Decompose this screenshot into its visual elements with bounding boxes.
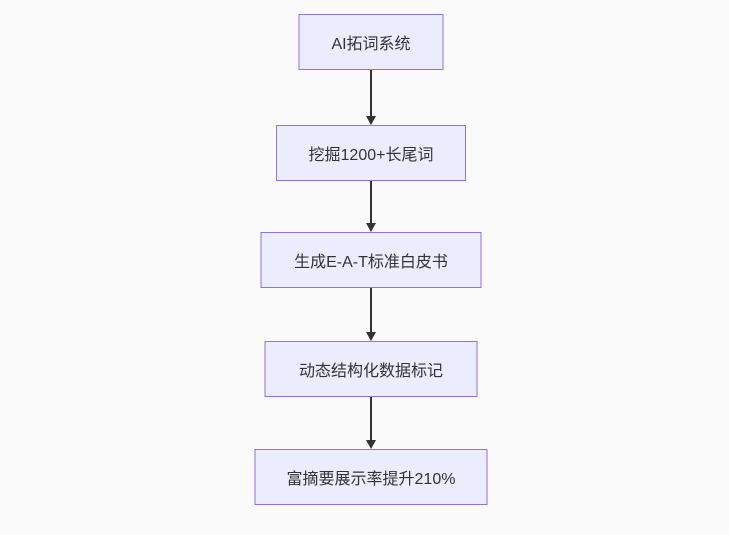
flowchart-node-step-3: 生成E-A-T标准白皮书 <box>260 232 482 288</box>
arrowhead-down-icon <box>366 332 376 341</box>
flowchart-node-label: AI拓词系统 <box>331 36 411 53</box>
arrow-connector-3 <box>365 288 377 341</box>
flowchart-node-step-1: AI拓词系统 <box>298 14 444 70</box>
flowchart-node-label: 动态结构化数据标记 <box>298 363 443 380</box>
arrow-line <box>370 397 372 440</box>
flowchart-node-label: 挖掘1200+长尾词 <box>308 147 434 164</box>
flowchart-node-label: 富摘要展示率提升210% <box>286 471 456 488</box>
arrow-line <box>370 288 372 332</box>
arrow-connector-4 <box>365 397 377 449</box>
arrow-line <box>370 181 372 223</box>
arrowhead-down-icon <box>366 116 376 125</box>
flowchart-node-step-5: 富摘要展示率提升210% <box>254 449 488 505</box>
arrow-line <box>370 70 372 116</box>
arrow-connector-1 <box>365 70 377 125</box>
arrowhead-down-icon <box>366 440 376 449</box>
flowchart-node-step-4: 动态结构化数据标记 <box>264 341 478 397</box>
arrow-connector-2 <box>365 181 377 232</box>
flowchart-node-step-2: 挖掘1200+长尾词 <box>276 125 466 181</box>
arrowhead-down-icon <box>366 223 376 232</box>
flowchart-node-label: 生成E-A-T标准白皮书 <box>294 254 448 271</box>
